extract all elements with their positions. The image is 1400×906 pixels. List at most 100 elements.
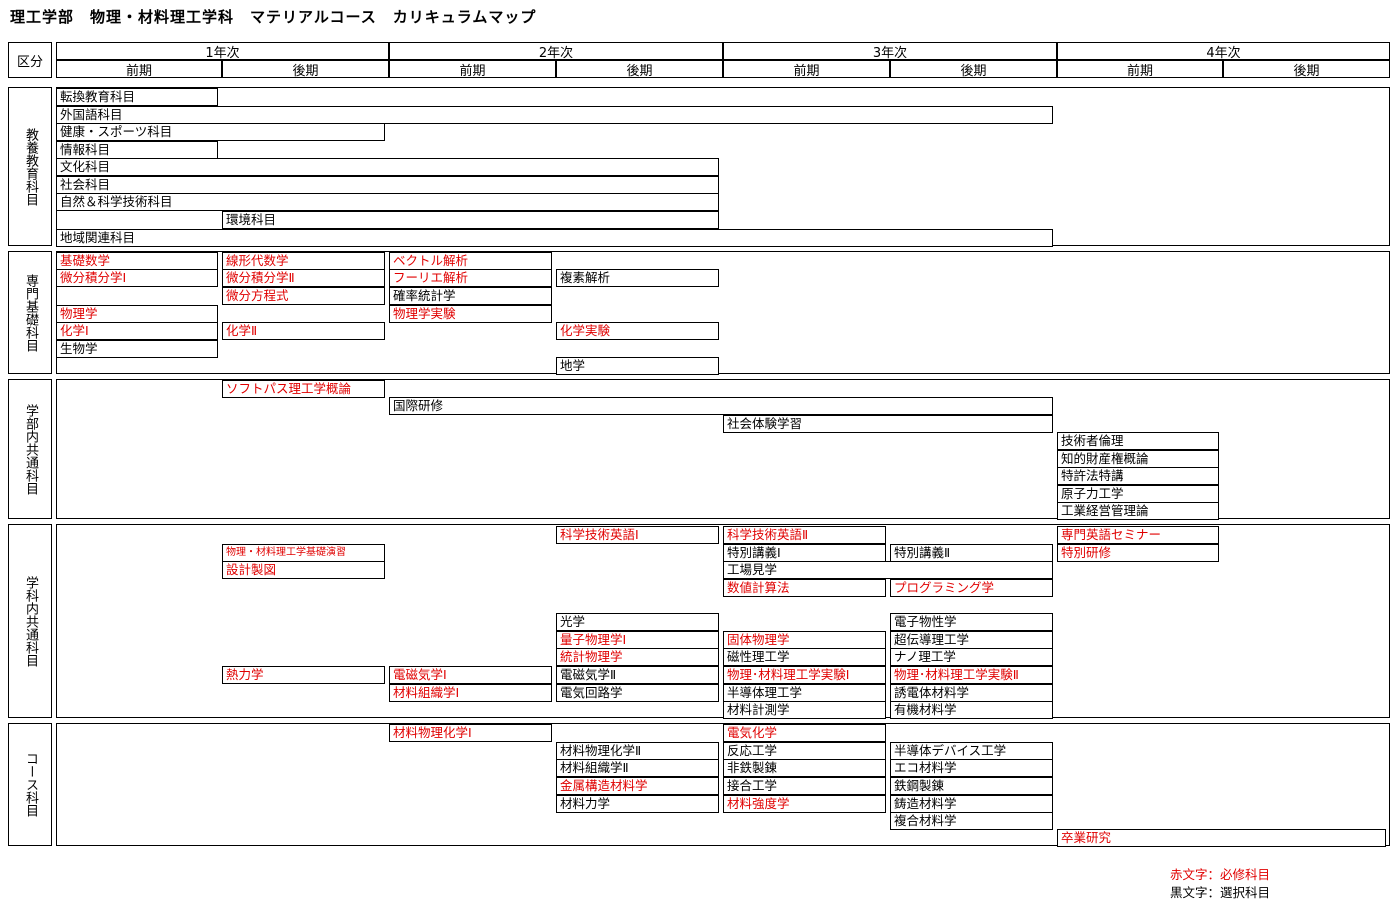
course-box: 知的財産権概論 xyxy=(1057,450,1219,468)
category-kyoyo: 教養教育科目 xyxy=(8,87,52,246)
course-box: 生物学 xyxy=(56,340,218,358)
category-gakka: 学科内共通科目 xyxy=(8,524,52,718)
course-box: 文化科目 xyxy=(56,158,719,176)
course-box: 特別研修 xyxy=(1057,544,1219,562)
kubun-header: 区分 xyxy=(8,42,52,78)
course-box: 原子力工学 xyxy=(1057,485,1219,503)
course-box: 量子物理学Ⅰ xyxy=(556,631,719,649)
course-box: 特別講義Ⅱ xyxy=(890,544,1053,562)
course-box: 環境科目 xyxy=(222,211,719,229)
course-box: 半導体理工学 xyxy=(723,684,886,702)
page-title: 理工学部 物理・材料理工学科 マテリアルコース カリキュラムマップ xyxy=(10,8,537,26)
course-box: 鉄鋼製錬 xyxy=(890,777,1053,795)
course-box: 材料強度学 xyxy=(723,795,886,813)
course-box: 電気回路学 xyxy=(556,684,719,702)
course-box: 外国語科目 xyxy=(56,106,1053,124)
course-box: 材料計測学 xyxy=(723,701,886,719)
course-box: 健康・スポーツ科目 xyxy=(56,123,385,141)
course-box: 金属構造材料学 xyxy=(556,777,719,795)
course-box: エコ材料学 xyxy=(890,759,1053,777)
course-box: 社会体験学習 xyxy=(723,415,1053,433)
course-box: 材料組織学Ⅰ xyxy=(389,684,552,702)
legend-required: 赤文字：必修科目 xyxy=(1170,867,1271,882)
course-box: 物理･材料理工学実験Ⅱ xyxy=(890,666,1053,684)
course-box: 統計物理学 xyxy=(556,648,719,666)
course-box: 地学 xyxy=(556,357,719,375)
course-box: フーリエ解析 xyxy=(389,269,552,287)
course-box: 複素解析 xyxy=(556,269,719,287)
course-box: 固体物理学 xyxy=(723,631,886,649)
course-box: 非鉄製錬 xyxy=(723,759,886,777)
course-box: 電磁気学Ⅱ xyxy=(556,666,719,684)
term-label-2-kouki: 後期 xyxy=(556,60,723,79)
course-box: 光学 xyxy=(556,613,719,631)
course-box: 技術者倫理 xyxy=(1057,432,1219,450)
year-label-2: 2年次 xyxy=(389,42,723,61)
course-box: 転換教育科目 xyxy=(56,88,218,106)
course-box: ソフトパス理工学概論 xyxy=(222,380,385,398)
course-box: 工業経営管理論 xyxy=(1057,502,1219,520)
course-box: 化学実験 xyxy=(556,322,719,340)
course-box: 専門英語セミナー xyxy=(1057,526,1219,544)
course-box: 材料物理化学Ⅱ xyxy=(556,742,719,760)
term-label-3-kouki: 後期 xyxy=(890,60,1057,79)
term-label-1-kouki: 後期 xyxy=(222,60,389,79)
year-label-1: 1年次 xyxy=(56,42,389,61)
course-box: 複合材料学 xyxy=(890,812,1053,830)
course-box: 科学技術英語Ⅱ xyxy=(723,526,886,544)
course-box: プログラミング学 xyxy=(890,579,1053,597)
course-box: 物理学 xyxy=(56,305,218,323)
course-box: 超伝導理工学 xyxy=(890,631,1053,649)
region-gakubu xyxy=(56,379,1390,519)
course-box: 材料力学 xyxy=(556,795,719,813)
course-box: 卒業研究 xyxy=(1057,829,1386,847)
course-box: 鋳造材料学 xyxy=(890,795,1053,813)
course-box: 有機材料学 xyxy=(890,701,1053,719)
course-box: 化学Ⅱ xyxy=(222,322,385,340)
course-box: 電磁気学Ⅰ xyxy=(389,666,552,684)
course-box: 物理・材料理工学基礎演習 xyxy=(222,544,385,562)
course-box: 化学Ⅰ xyxy=(56,322,218,340)
category-gakubu: 学部内共通科目 xyxy=(8,379,52,519)
course-box: 熱力学 xyxy=(222,666,385,684)
term-label-1-zenki: 前期 xyxy=(56,60,222,79)
course-box: 物理学実験 xyxy=(389,305,552,323)
year-label-4: 4年次 xyxy=(1057,42,1390,61)
course-box: 基礎数学 xyxy=(56,252,218,270)
course-box: 社会科目 xyxy=(56,176,719,194)
course-box: 誘電体材料学 xyxy=(890,684,1053,702)
course-box: 磁性理工学 xyxy=(723,648,886,666)
course-box: 国際研修 xyxy=(389,397,1053,415)
course-box: 電子物性学 xyxy=(890,613,1053,631)
course-box: 科学技術英語Ⅰ xyxy=(556,526,719,544)
course-box: 情報科目 xyxy=(56,141,218,159)
course-box: 微分方程式 xyxy=(222,287,385,305)
course-box: 特許法特講 xyxy=(1057,467,1219,485)
course-box: 確率統計学 xyxy=(389,287,552,305)
course-box: 自然＆科学技術科目 xyxy=(56,193,719,211)
course-box: 線形代数学 xyxy=(222,252,385,270)
category-course: コース科目 xyxy=(8,723,52,846)
course-box: ナノ理工学 xyxy=(890,648,1053,666)
term-label-4-zenki: 前期 xyxy=(1057,60,1223,79)
year-label-3: 3年次 xyxy=(723,42,1057,61)
course-box: 数値計算法 xyxy=(723,579,886,597)
course-box: 接合工学 xyxy=(723,777,886,795)
term-label-3-zenki: 前期 xyxy=(723,60,890,79)
region-course xyxy=(56,723,1390,846)
term-label-4-kouki: 後期 xyxy=(1223,60,1390,79)
course-box: ベクトル解析 xyxy=(389,252,552,270)
course-box: 半導体デバイス工学 xyxy=(890,742,1053,760)
course-box: 物理･材料理工学実験Ⅰ xyxy=(723,666,886,684)
course-box: 材料組織学Ⅱ xyxy=(556,759,719,777)
legend-elective: 黒文字：選択科目 xyxy=(1170,885,1271,900)
course-box: 特別講義Ⅰ xyxy=(723,544,886,562)
course-box: 微分積分学Ⅱ xyxy=(222,269,385,287)
course-box: 微分積分学Ⅰ xyxy=(56,269,218,287)
course-box: 材料物理化学Ⅰ xyxy=(389,724,552,742)
course-box: 電気化学 xyxy=(723,724,886,742)
course-box: 設計製図 xyxy=(222,561,385,579)
course-box: 工場見学 xyxy=(723,561,1053,579)
category-senmon: 専門基礎科目 xyxy=(8,251,52,374)
course-box: 反応工学 xyxy=(723,742,886,760)
